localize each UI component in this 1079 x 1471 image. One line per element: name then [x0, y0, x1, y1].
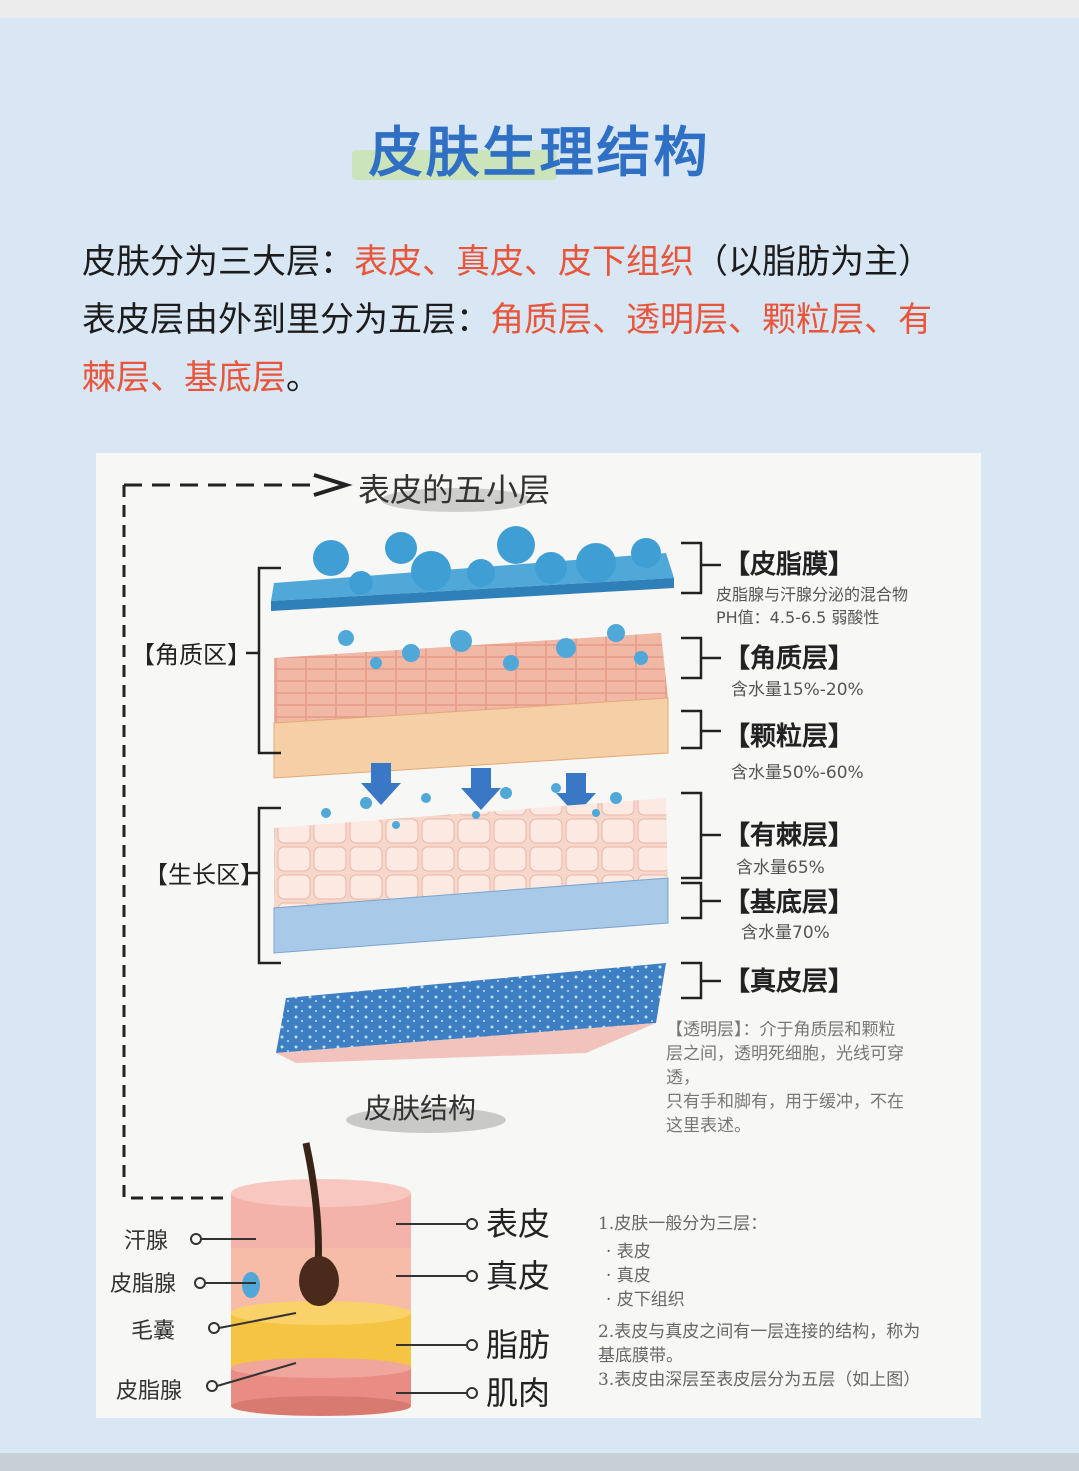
title-highlight [352, 150, 557, 180]
intro-highlight: 棘层、基底层 [82, 358, 286, 398]
note2-line: 3.表皮由深层至表皮层分为五层（如上图） [598, 1370, 920, 1390]
spinous-droplets [321, 783, 622, 829]
cylinder-leaders [190, 1218, 478, 1399]
header-shadow [381, 488, 531, 512]
layer-label-granular: 【颗粒层】 [724, 721, 854, 752]
dermis-edge [276, 1023, 656, 1063]
bracket-left-1 [257, 566, 281, 755]
layer-desc: 含水量15%-20% [731, 680, 864, 700]
layer-desc: 含水量70% [741, 923, 830, 943]
intro-highlight: 表皮、真皮、皮下组织 [354, 242, 694, 282]
bottom-bar [0, 1453, 1079, 1471]
right-label-muscle: 肌肉 [486, 1374, 550, 1412]
layer-desc: 皮脂腺与汗腺分泌的混合物 [716, 585, 908, 604]
layer-desc: PH值：4.5-6.5 弱酸性 [716, 608, 879, 627]
diagram-header: 表皮的五小层 [358, 471, 550, 509]
layer-desc: 含水量50%-60% [731, 763, 864, 783]
diagram-panel: 表皮的五小层 【角质区】 【生长区】 [96, 453, 981, 1418]
granular-layer [273, 697, 669, 779]
dermis-layer [276, 963, 666, 1053]
left-label-sweat-gland: 汗腺 [124, 1229, 168, 1254]
note2-line: · 真皮 [606, 1266, 651, 1286]
intro-text: 皮肤分为三大层： [82, 242, 354, 282]
right-brackets [681, 541, 721, 1000]
note-line: 透， [666, 1068, 700, 1088]
note2-line: 1.皮肤一般分为三层： [598, 1214, 767, 1234]
basal-layer [273, 877, 669, 954]
note2-line: 基底膜带。 [598, 1346, 683, 1366]
dashed-guide [122, 485, 296, 1200]
note2-line: · 表皮 [606, 1242, 651, 1262]
intro-line-3: 棘层、基底层。 [82, 349, 1002, 407]
right-label-epidermis: 表皮 [486, 1205, 550, 1243]
note-line: 层之间，透明死细胞，光线可穿 [666, 1044, 904, 1064]
layer-label-basal: 【基底层】 [724, 887, 854, 918]
left-label-sebaceous-gland-2: 皮脂腺 [116, 1379, 182, 1404]
sebum-droplets [313, 526, 661, 595]
left-label-sebaceous-gland: 皮脂腺 [110, 1272, 176, 1297]
layer-label-sebum: 【皮脂膜】 [724, 550, 854, 580]
page-title: 皮肤生理结构 [368, 121, 711, 184]
intro-text: 表皮层由外到里分为五层： [82, 300, 490, 340]
right-label-fat: 脂肪 [486, 1326, 550, 1364]
zone-label-growth: 【生长区】 [144, 861, 264, 889]
zone-label-keratin: 【角质区】 [131, 641, 251, 669]
right-label-dermis: 真皮 [486, 1257, 550, 1295]
sebum-membrane-edge [271, 578, 674, 611]
bracket-left-2 [257, 806, 281, 965]
note-line: 只有手和脚有，用于缓冲，不在 [666, 1092, 904, 1112]
note2-line: 2.表皮与真皮之间有一层连接的结构，称为 [598, 1322, 920, 1342]
note-line: 这里表述。 [666, 1116, 751, 1136]
skin-title-shadow [346, 1107, 506, 1133]
layer-label-spinous: 【有棘层】 [724, 821, 854, 851]
skin-title: 皮肤结构 [364, 1092, 476, 1125]
skin-diagram: 表皮的五小层 【角质区】 【生长区】 [110, 471, 920, 1416]
intro-text: 。 [286, 358, 320, 398]
left-label-hair-follicle: 毛囊 [131, 1319, 175, 1344]
intro-line-1: 皮肤分为三大层：表皮、真皮、皮下组织（以脂肪为主） [82, 233, 1002, 291]
intro-text: （以脂肪为主） [694, 242, 932, 282]
note-line: 【透明层】：介于角质层和颗粒 [666, 1020, 896, 1040]
corneum-droplets [338, 624, 648, 671]
layer-desc: 含水量65% [736, 858, 825, 878]
intro-highlight: 角质层、透明层、颗粒层、有 [490, 300, 932, 340]
note2-line: · 皮下组织 [606, 1290, 685, 1310]
layer-label-dermis: 【真皮层】 [724, 967, 854, 997]
down-arrow-icons [361, 763, 596, 815]
skin-cylinder [231, 1142, 411, 1416]
intro-line-2: 表皮层由外到里分为五层：角质层、透明层、颗粒层、有 [82, 291, 1002, 349]
arrow-icon [313, 473, 353, 497]
structure-notes: 1.皮肤一般分为三层： · 表皮 · 真皮 · 皮下组织 2.表皮与真皮之间有一… [598, 1214, 920, 1390]
layer-label-corneum: 【角质层】 [724, 643, 854, 674]
top-bar [0, 0, 1079, 18]
